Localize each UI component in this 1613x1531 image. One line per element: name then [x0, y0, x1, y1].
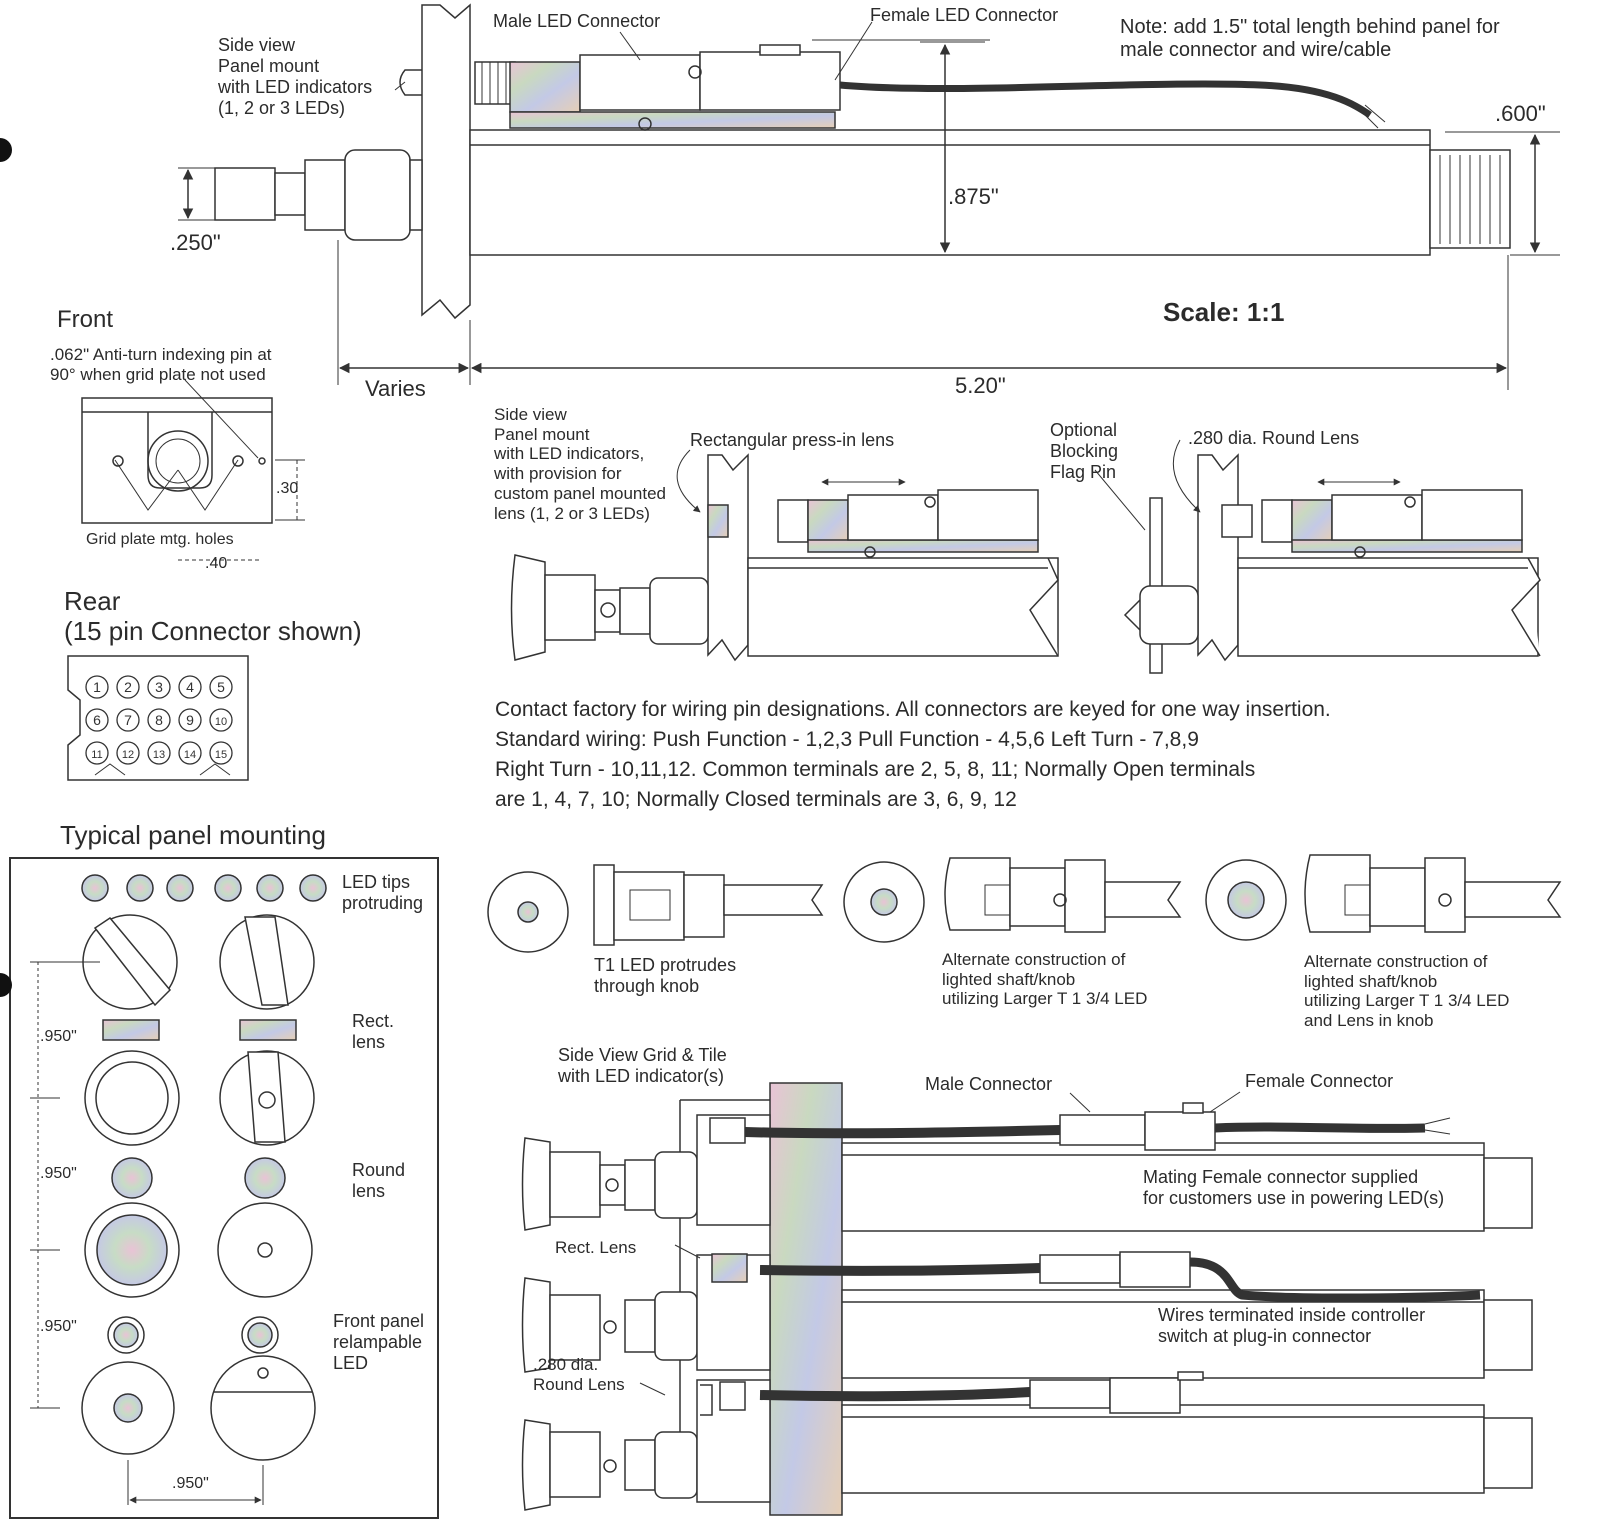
grid-tile-heading: Side View Grid & Tile with LED indicator…	[558, 1045, 727, 1086]
rear-pin-number: 3	[155, 679, 163, 695]
middle-side-view-left	[510, 449, 1059, 662]
rear-pin-circle	[116, 741, 140, 765]
wiring-designations: Contact factory for wiring pin designati…	[495, 695, 1595, 815]
panel-dim-2: .950"	[40, 1165, 77, 1182]
rear-pin-circle	[116, 675, 140, 699]
wiring-line-3: Right Turn - 10,11,12. Common terminals …	[495, 758, 1256, 781]
rear-pin-circle	[85, 741, 109, 765]
middle-side-view-right	[1094, 439, 1541, 674]
dim-40: .40	[205, 555, 228, 572]
dim-30: .30	[276, 480, 299, 497]
panel-mounting-heading: Typical panel mounting	[60, 820, 326, 850]
knob-construction-row	[487, 854, 1562, 953]
rear-pin-number: 11	[91, 749, 102, 761]
grid-plate-holes-label: Grid plate mtg. holes	[86, 531, 234, 548]
female-led-connector-label: Female LED Connector	[870, 5, 1059, 25]
rear-pin-circle	[85, 675, 109, 699]
led-tips-label: LED tips protruding	[342, 872, 424, 913]
rear-pin-number: 7	[124, 712, 132, 728]
rear-pin-number: 1	[93, 679, 101, 695]
front-heading: Front	[57, 306, 114, 333]
panel-dim-bottom: .950"	[172, 1475, 209, 1492]
rear-pin-circle	[147, 708, 171, 732]
grid-round-lens-label: .280 dia. Round Lens	[533, 1355, 625, 1394]
dim-520: 5.20"	[955, 373, 1006, 398]
rear-pin-number: 14	[184, 749, 196, 761]
rear-pin-number: 8	[155, 712, 163, 728]
relampable-led-label: Front panel relampable LED	[333, 1311, 425, 1373]
page-edge-mark	[0, 138, 12, 162]
rear-pin-circle	[209, 741, 233, 765]
rear-pin-circle	[178, 741, 202, 765]
t1-led-caption: T1 LED protrudes through knob	[594, 955, 737, 996]
blocking-flag-pin-label: Optional Blocking Flag Pin	[1050, 420, 1119, 482]
top-side-view	[178, 3, 1560, 390]
scale-label: Scale: 1:1	[1163, 297, 1285, 327]
rear-pin-circle	[178, 708, 202, 732]
wires-terminated-note: Wires terminated inside controller switc…	[1158, 1305, 1426, 1346]
rear-pin-circle	[178, 675, 202, 699]
rear-pin-number: 5	[217, 679, 225, 695]
rear-pin-circle	[209, 675, 233, 699]
side-view-label: Side view Panel mount with LED indicator…	[218, 35, 373, 118]
rear-pin-number: 12	[122, 749, 134, 761]
round-lens-label: .280 dia. Round Lens	[1188, 428, 1360, 448]
rear-pin-number: 9	[186, 712, 194, 728]
rear-heading: Rear (15 pin Connector shown)	[64, 586, 362, 647]
panel-dim-1: .950"	[40, 1028, 77, 1045]
alt-construction-2-caption: Alternate construction of lighted shaft/…	[1304, 952, 1510, 1031]
anti-turn-pin-note: .062" Anti-turn indexing pin at 90° when…	[50, 345, 272, 384]
grid-male-connector-label: Male Connector	[925, 1074, 1053, 1094]
rear-pin-circle	[147, 741, 171, 765]
dim-250: .250"	[170, 230, 221, 255]
dim-varies: Varies	[365, 376, 426, 401]
rear-pin-number: 13	[153, 749, 165, 761]
rear-pin-number: 10	[215, 716, 227, 728]
rect-lens-panel-label: Rect. lens	[352, 1011, 395, 1052]
side-view-2-label: Side view Panel mount with LED indicator…	[494, 405, 666, 523]
rear-pin-number: 15	[215, 749, 227, 761]
male-led-connector-label: Male LED Connector	[493, 11, 661, 31]
grid-female-connector-label: Female Connector	[1245, 1071, 1394, 1091]
dim-875: .875"	[948, 184, 999, 209]
rear-pin-circle	[116, 708, 140, 732]
wiring-line-1: Contact factory for wiring pin designati…	[495, 698, 1331, 721]
rear-pin-number: 6	[93, 712, 101, 728]
dim-600: .600"	[1495, 101, 1546, 126]
front-view	[81, 379, 305, 561]
typical-panel-mounting	[9, 857, 439, 1519]
rear-pin-circle	[209, 708, 233, 732]
rear-pin-number: 2	[124, 679, 132, 695]
length-note: Note: add 1.5" total length behind panel…	[1120, 16, 1500, 62]
panel-dim-3: .950"	[40, 1318, 77, 1335]
rect-press-in-lens-label: Rectangular press-in lens	[690, 430, 895, 450]
grid-rect-lens-label: Rect. Lens	[555, 1238, 637, 1257]
page-edge-mark	[0, 973, 12, 997]
wiring-line-4: are 1, 4, 7, 10; Normally Closed termina…	[495, 788, 1017, 811]
wiring-line-2: Standard wiring: Push Function - 1,2,3 P…	[495, 728, 1199, 751]
rear-pin-number: 4	[186, 679, 194, 695]
rear-pin-circle	[147, 675, 171, 699]
grid-tile-side-view	[521, 1082, 1533, 1516]
rear-pin-circle	[85, 708, 109, 732]
round-lens-panel-label: Round lens	[352, 1160, 406, 1201]
alt-construction-1-caption: Alternate construction of lighted shaft/…	[942, 950, 1148, 1009]
mating-connector-note: Mating Female connector supplied for cus…	[1143, 1167, 1445, 1208]
